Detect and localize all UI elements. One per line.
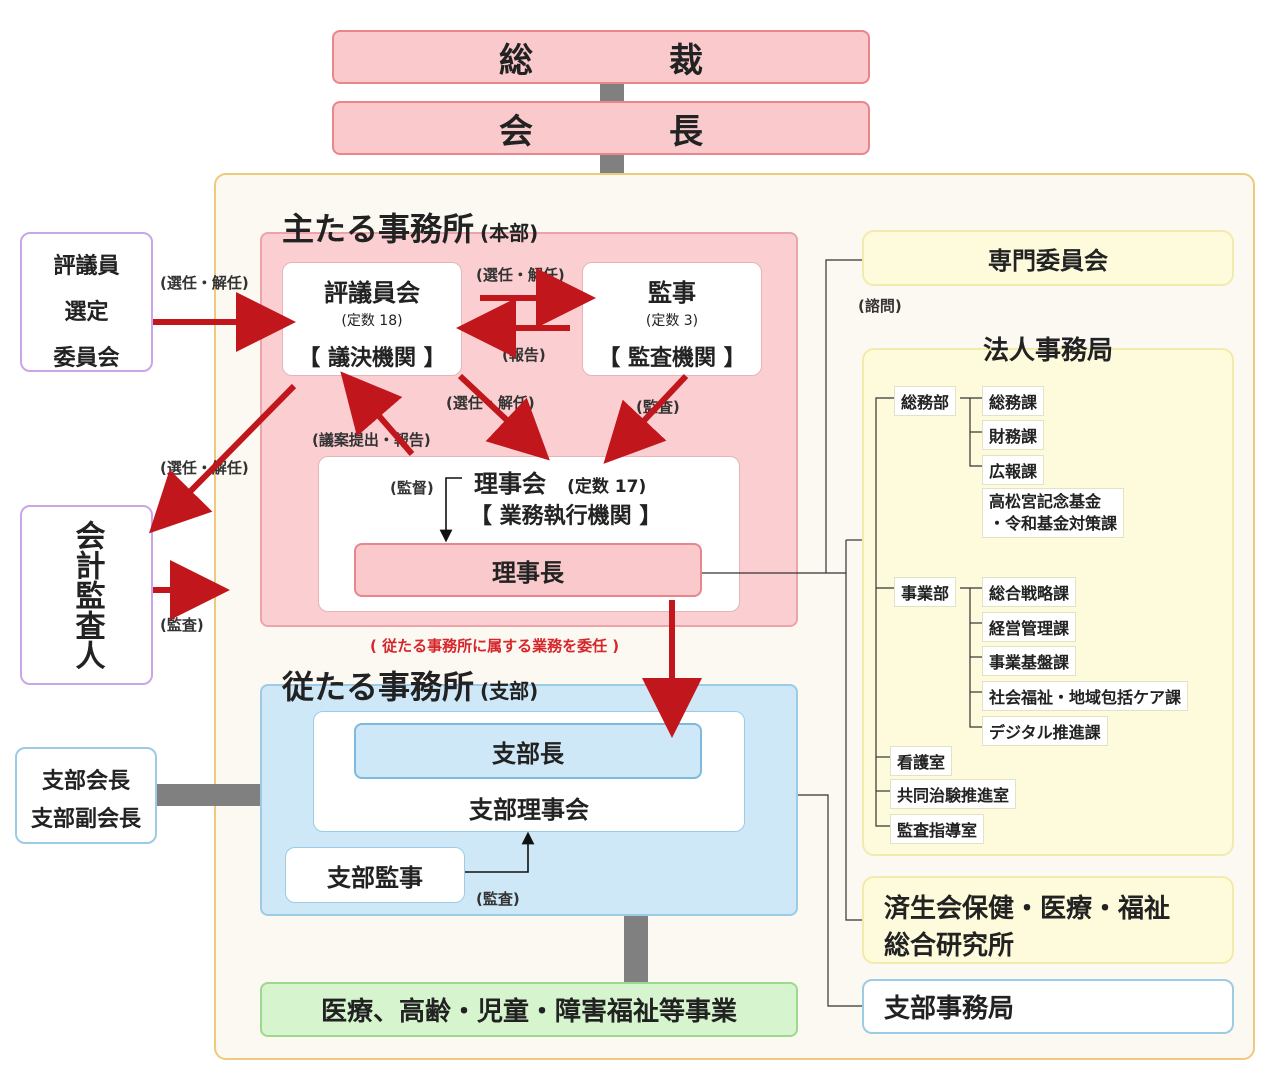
branch-title-sub: (支部): [480, 679, 539, 703]
council-role: 【 議決機関 】: [298, 346, 446, 371]
branch-title-text: 従たる事務所: [282, 668, 475, 706]
auditor-role: 【 監査機関 】: [598, 346, 746, 371]
room-clinical-trial: 共同治験推進室: [890, 779, 1017, 809]
branch-title: 従たる事務所(支部): [282, 662, 538, 708]
business-box: 医療、高齢・児童・障害福祉等事業: [260, 982, 798, 1037]
auditor-name: 監事: [648, 279, 696, 307]
section-strategy: 総合戦略課: [982, 577, 1077, 607]
hq-title-text: 主たる事務所: [282, 210, 475, 248]
branch-heads-box: 支部会長 支部副会長: [15, 747, 157, 844]
label-elect-dismiss-council-auditor: (選任・解任): [476, 266, 565, 284]
connector-top-2: [600, 154, 624, 174]
council-count: (定数 18): [341, 313, 403, 329]
label-proposal-report: (議案提出・報告): [312, 431, 431, 449]
room-nursing: 看護室: [890, 746, 953, 776]
section-fund-line-2: ・令和基金対策課: [989, 514, 1118, 533]
connector-top: [600, 84, 624, 102]
section-general-affairs: 総務課: [982, 386, 1045, 416]
section-finance: 財務課: [982, 420, 1045, 450]
label-branch-audit: (監査): [476, 890, 520, 908]
business-label: 医療、高齢・児童・障害福祉等事業: [320, 997, 737, 1027]
council-name: 評議員会: [324, 279, 420, 307]
label-audit-accountant: (監査): [160, 616, 204, 634]
connector-branch-heads: [157, 784, 260, 806]
branch-head-box: 支部長: [354, 723, 702, 779]
section-foundation: 事業基盤課: [982, 646, 1077, 676]
board-name-line: 理事会 (定数 17): [474, 464, 646, 499]
room-audit-guidance: 監査指導室: [890, 814, 985, 844]
section-management: 経営管理課: [982, 612, 1077, 642]
president-director-box: 理事長: [354, 543, 702, 597]
label-elect-dismiss-board: (選任・解任): [446, 394, 535, 412]
section-pr: 広報課: [982, 455, 1045, 485]
connector-business: [624, 916, 648, 982]
branch-head-label: 支部長: [492, 739, 564, 768]
president-box: 総裁: [332, 30, 870, 84]
accountant-label: 会計監査人: [69, 520, 105, 670]
label-consult: (諮問): [858, 297, 902, 315]
expert-committee-box: 専門委員会: [862, 230, 1234, 286]
institute-line-1: 済生会保健・医療・福祉: [884, 894, 1171, 924]
label-audit-board: (監査): [636, 398, 680, 416]
label-elect-dismiss-left-1: (選任・解任): [160, 274, 249, 292]
selection-line-1: 評議員: [53, 254, 120, 279]
secretariat-label: 法人事務局: [982, 336, 1113, 366]
branch-head-line-2: 支部副会長: [30, 807, 141, 832]
auditor-count: (定数 3): [645, 313, 699, 329]
expert-committee-label: 専門委員会: [988, 246, 1108, 275]
branch-auditor-label: 支部監事: [327, 863, 423, 892]
section-fund: 高松宮記念基金 ・令和基金対策課: [982, 488, 1125, 538]
dept-general-affairs: 総務部: [894, 386, 957, 416]
section-digital: デジタル推進課: [982, 716, 1108, 746]
label-delegate: ( 従たる事務所に属する業務を委任 ): [370, 637, 620, 655]
auditor-box: 監事 (定数 3) 【 監査機関 】: [582, 262, 762, 376]
label-report: (報告): [502, 346, 546, 364]
president-director-label: 理事長: [492, 558, 564, 587]
branch-office-box: 支部事務局: [862, 979, 1234, 1034]
institute-box: 済生会保健・医療・福祉 総合研究所: [862, 876, 1234, 964]
hq-title: 主たる事務所(本部): [282, 204, 538, 250]
board-role: 【 業務執行機関 】: [470, 504, 662, 529]
branch-office-label: 支部事務局: [884, 994, 1015, 1024]
institute-line-2: 総合研究所: [884, 931, 1015, 961]
section-fund-line-1: 高松宮記念基金: [989, 492, 1102, 511]
chairman-box: 会長: [332, 101, 870, 155]
selection-committee-box: 評議員 選定 委員会: [20, 232, 153, 372]
label-elect-dismiss-left-2: (選任・解任): [160, 459, 249, 477]
selection-line-2: 選定: [64, 300, 109, 325]
selection-line-3: 委員会: [53, 346, 120, 371]
branch-head-line-1: 支部会長: [41, 769, 130, 794]
board-name: 理事会: [474, 470, 546, 498]
accountant-box: 会計監査人: [20, 505, 153, 685]
section-welfare: 社会福祉・地域包括ケア課: [982, 681, 1189, 711]
board-count: (定数 17): [567, 477, 647, 497]
branch-board-label: 支部理事会: [469, 796, 589, 824]
hq-title-sub: (本部): [480, 221, 539, 245]
dept-business: 事業部: [894, 577, 957, 607]
label-supervise: (監督): [390, 479, 434, 497]
council-box: 評議員会 (定数 18) 【 議決機関 】: [282, 262, 462, 376]
branch-auditor-box: 支部監事: [285, 847, 465, 903]
